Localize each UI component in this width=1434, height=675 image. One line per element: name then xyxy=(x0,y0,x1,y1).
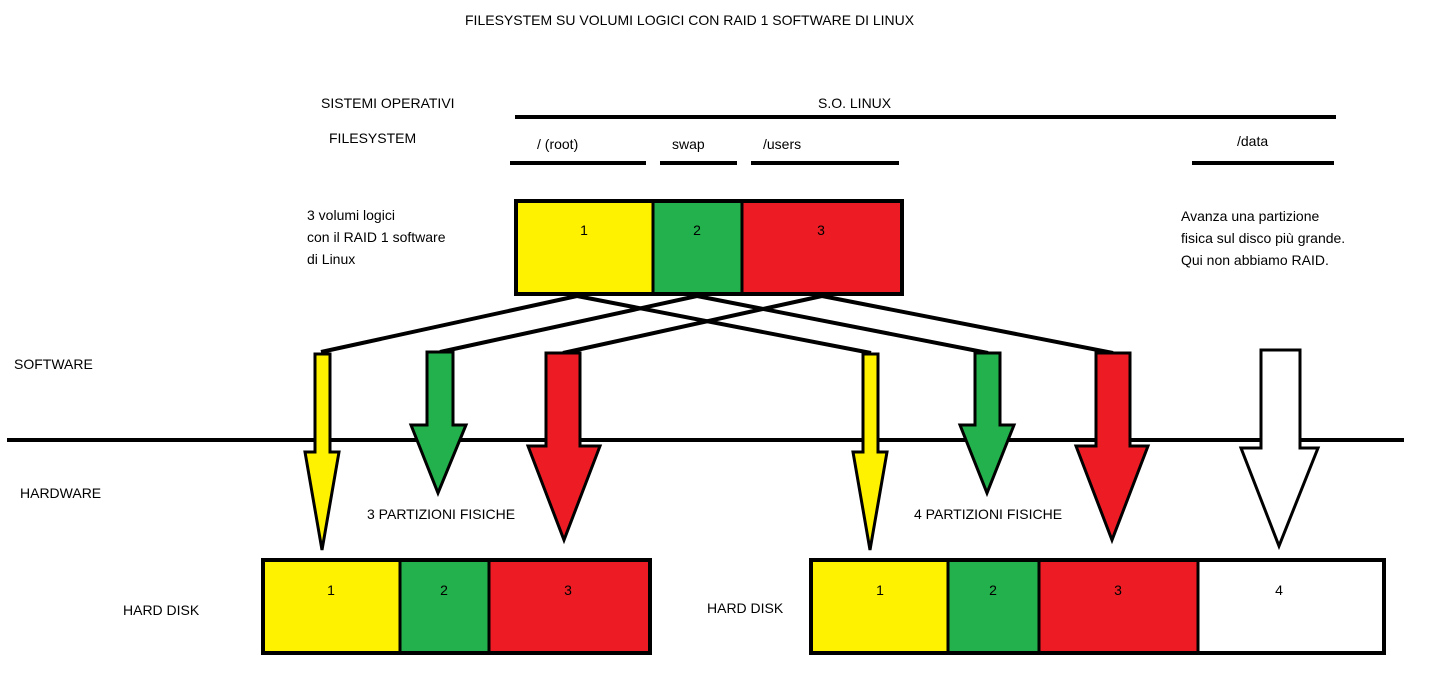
fs-data-label: /data xyxy=(1237,133,1269,149)
disk-right-partition-1 xyxy=(811,560,948,653)
logical-volume-3 xyxy=(742,201,902,294)
logical-volume-2-label: 2 xyxy=(693,222,701,238)
hard-disk-right: 1 2 3 4 xyxy=(809,558,1386,655)
note-line-2: fisica sul disco più grande. xyxy=(1181,230,1346,246)
disk-right-partition-3 xyxy=(1039,560,1198,653)
arrow-red-right xyxy=(1073,351,1151,545)
partizioni-3-label: 3 PARTIZIONI FISICHE xyxy=(367,506,516,522)
disk-right-partition-2 xyxy=(948,560,1039,653)
connector-green-right xyxy=(696,294,989,355)
diagram-title: FILESYSTEM SU VOLUMI LOGICI CON RAID 1 S… xyxy=(465,12,915,28)
note-line-3: Qui non abbiamo RAID. xyxy=(1181,252,1329,268)
note-line-1: Avanza una partizione xyxy=(1181,208,1320,224)
disk-left-partition-1 xyxy=(263,560,400,653)
hard-disk-right-label: HARD DISK xyxy=(707,600,784,616)
disk-left-partition-2 xyxy=(400,560,489,653)
partizioni-4-label: 4 PARTIZIONI FISICHE xyxy=(914,506,1063,522)
fs-swap-label: swap xyxy=(672,136,705,152)
hard-disk-left-label: HARD DISK xyxy=(123,602,200,618)
logical-volume-3-label: 3 xyxy=(817,222,825,238)
disk-right-partition-3-label: 3 xyxy=(1114,582,1122,598)
logical-volume-1 xyxy=(516,201,653,294)
arrow-yellow-left xyxy=(303,352,341,551)
arrow-yellow-right xyxy=(851,352,889,551)
arrow-green-left xyxy=(408,350,469,498)
logical-volumes-box: 1 2 3 xyxy=(514,199,904,296)
connector-green-left xyxy=(439,294,698,354)
filesystem-label: FILESYSTEM xyxy=(329,130,417,146)
disk-right-partition-1-label: 1 xyxy=(876,582,884,598)
disk-right-partition-4 xyxy=(1198,560,1384,653)
hardware-label: HARDWARE xyxy=(20,485,102,501)
connector-lines xyxy=(320,294,1114,355)
software-label: SOFTWARE xyxy=(14,356,93,372)
arrow-red-left xyxy=(525,351,603,545)
volumi-logici-line-3: di Linux xyxy=(307,251,356,267)
connector-yellow-right xyxy=(576,294,872,355)
fs-users-label: /users xyxy=(763,136,802,152)
arrows xyxy=(303,348,1321,551)
volumi-logici-line-1: 3 volumi logici xyxy=(307,207,395,223)
logical-volume-1-label: 1 xyxy=(580,222,588,238)
arrow-white-right xyxy=(1238,348,1321,551)
disk-left-partition-1-label: 1 xyxy=(327,582,335,598)
sistemi-operativi-label: SISTEMI OPERATIVI xyxy=(321,95,455,111)
logical-volume-2 xyxy=(653,201,742,294)
connector-red-right xyxy=(821,294,1114,355)
disk-left-partition-2-label: 2 xyxy=(440,582,448,598)
connector-red-left xyxy=(562,294,823,355)
so-linux-label: S.O. LINUX xyxy=(818,95,892,111)
disk-left-partition-3-label: 3 xyxy=(564,582,572,598)
connector-yellow-left xyxy=(320,294,578,354)
disk-left-partition-3 xyxy=(489,560,650,653)
hard-disk-left: 1 2 3 xyxy=(261,558,652,655)
arrow-green-right xyxy=(957,351,1017,498)
fs-root-label: / (root) xyxy=(537,136,579,152)
disk-right-partition-4-label: 4 xyxy=(1275,582,1283,598)
volumi-logici-line-2: con il RAID 1 software xyxy=(307,229,446,245)
disk-right-partition-2-label: 2 xyxy=(989,582,997,598)
